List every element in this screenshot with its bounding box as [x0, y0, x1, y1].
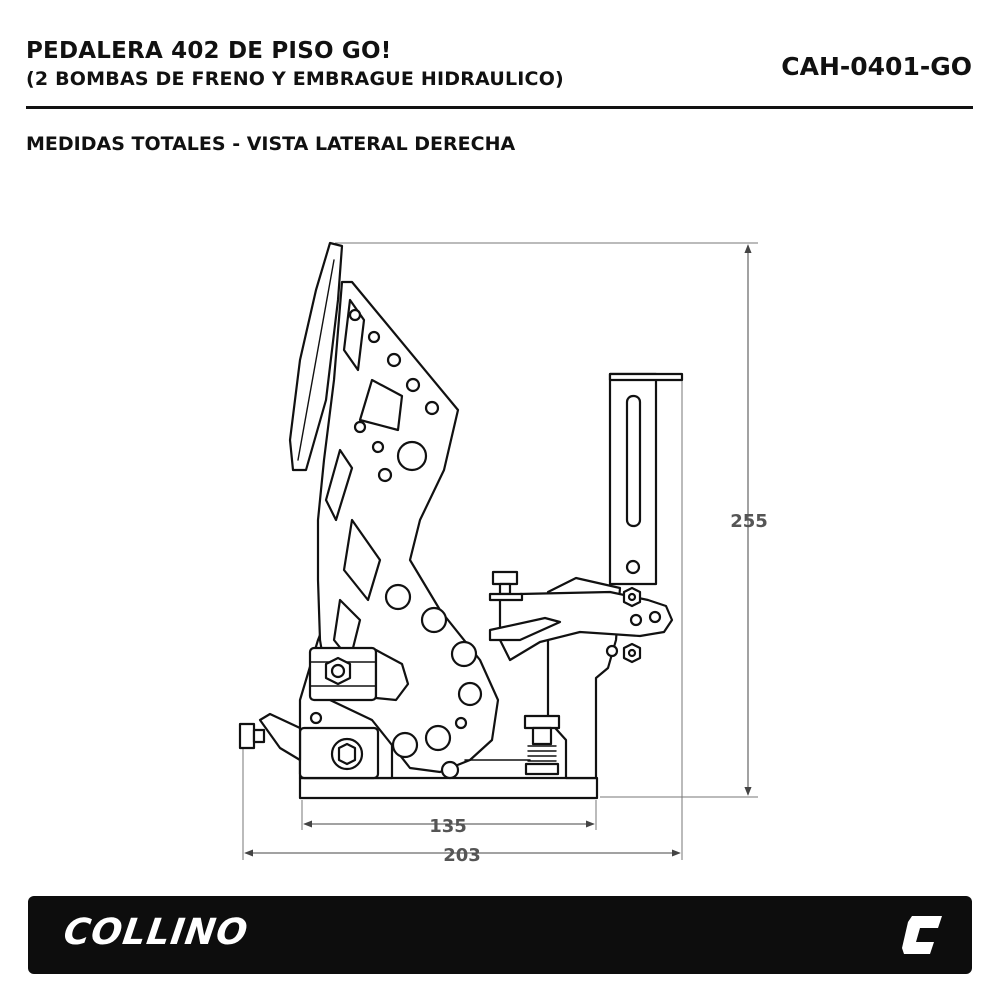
footer-bar: COLLINO — [28, 896, 972, 974]
clamp-ear — [374, 648, 410, 702]
arm-cutout-window — [358, 378, 404, 432]
arm-holes — [309, 308, 483, 780]
base-plate — [298, 776, 599, 800]
lower-bolt-head — [523, 714, 561, 730]
lower-bolt-body — [531, 726, 553, 746]
height-dimension-label: 255 — [730, 511, 768, 532]
brand-logo: COLLINO — [61, 912, 251, 953]
lever-hole-3 — [605, 644, 619, 658]
lower-bolt-nut — [524, 762, 560, 776]
clutch-arm-hole — [625, 559, 641, 575]
header-divider — [26, 106, 973, 109]
page-title: PEDALERA 402 DE PISO GO! — [26, 38, 392, 64]
page-subtitle: (2 BOMBAS DE FRENO Y EMBRAGUE HIDRAULICO… — [26, 68, 564, 90]
left-adjuster-bolt — [238, 722, 256, 750]
top-bolt-head — [491, 570, 519, 586]
pedal-pad-edge-line — [297, 259, 335, 461]
clutch-adjust-slot — [625, 394, 642, 528]
base-width-dimension-label: 135 — [429, 816, 467, 837]
pivot-tab — [258, 712, 302, 762]
top-bolt-shank — [498, 582, 512, 596]
clutch-pedal-top — [608, 372, 684, 382]
spring-coils — [527, 745, 557, 762]
lever-slot — [488, 616, 562, 642]
arm-cutout-left — [324, 448, 354, 522]
view-title: MEDIDAS TOTALES - VISTA LATERAL DERECHA — [26, 133, 516, 155]
product-code: CAH-0401-GO — [781, 52, 972, 81]
total-width-dimension-label: 203 — [443, 845, 481, 866]
dimension-lines — [242, 242, 758, 860]
horizontal-lever — [498, 590, 674, 662]
lever-hole-2 — [629, 613, 643, 627]
collino-c-logo-icon — [898, 910, 948, 964]
pivot-bolt-hex — [337, 742, 357, 766]
top-bolt-washer — [488, 592, 524, 602]
arm-cutout-mid — [342, 518, 382, 602]
lever-hole-1 — [648, 610, 662, 624]
